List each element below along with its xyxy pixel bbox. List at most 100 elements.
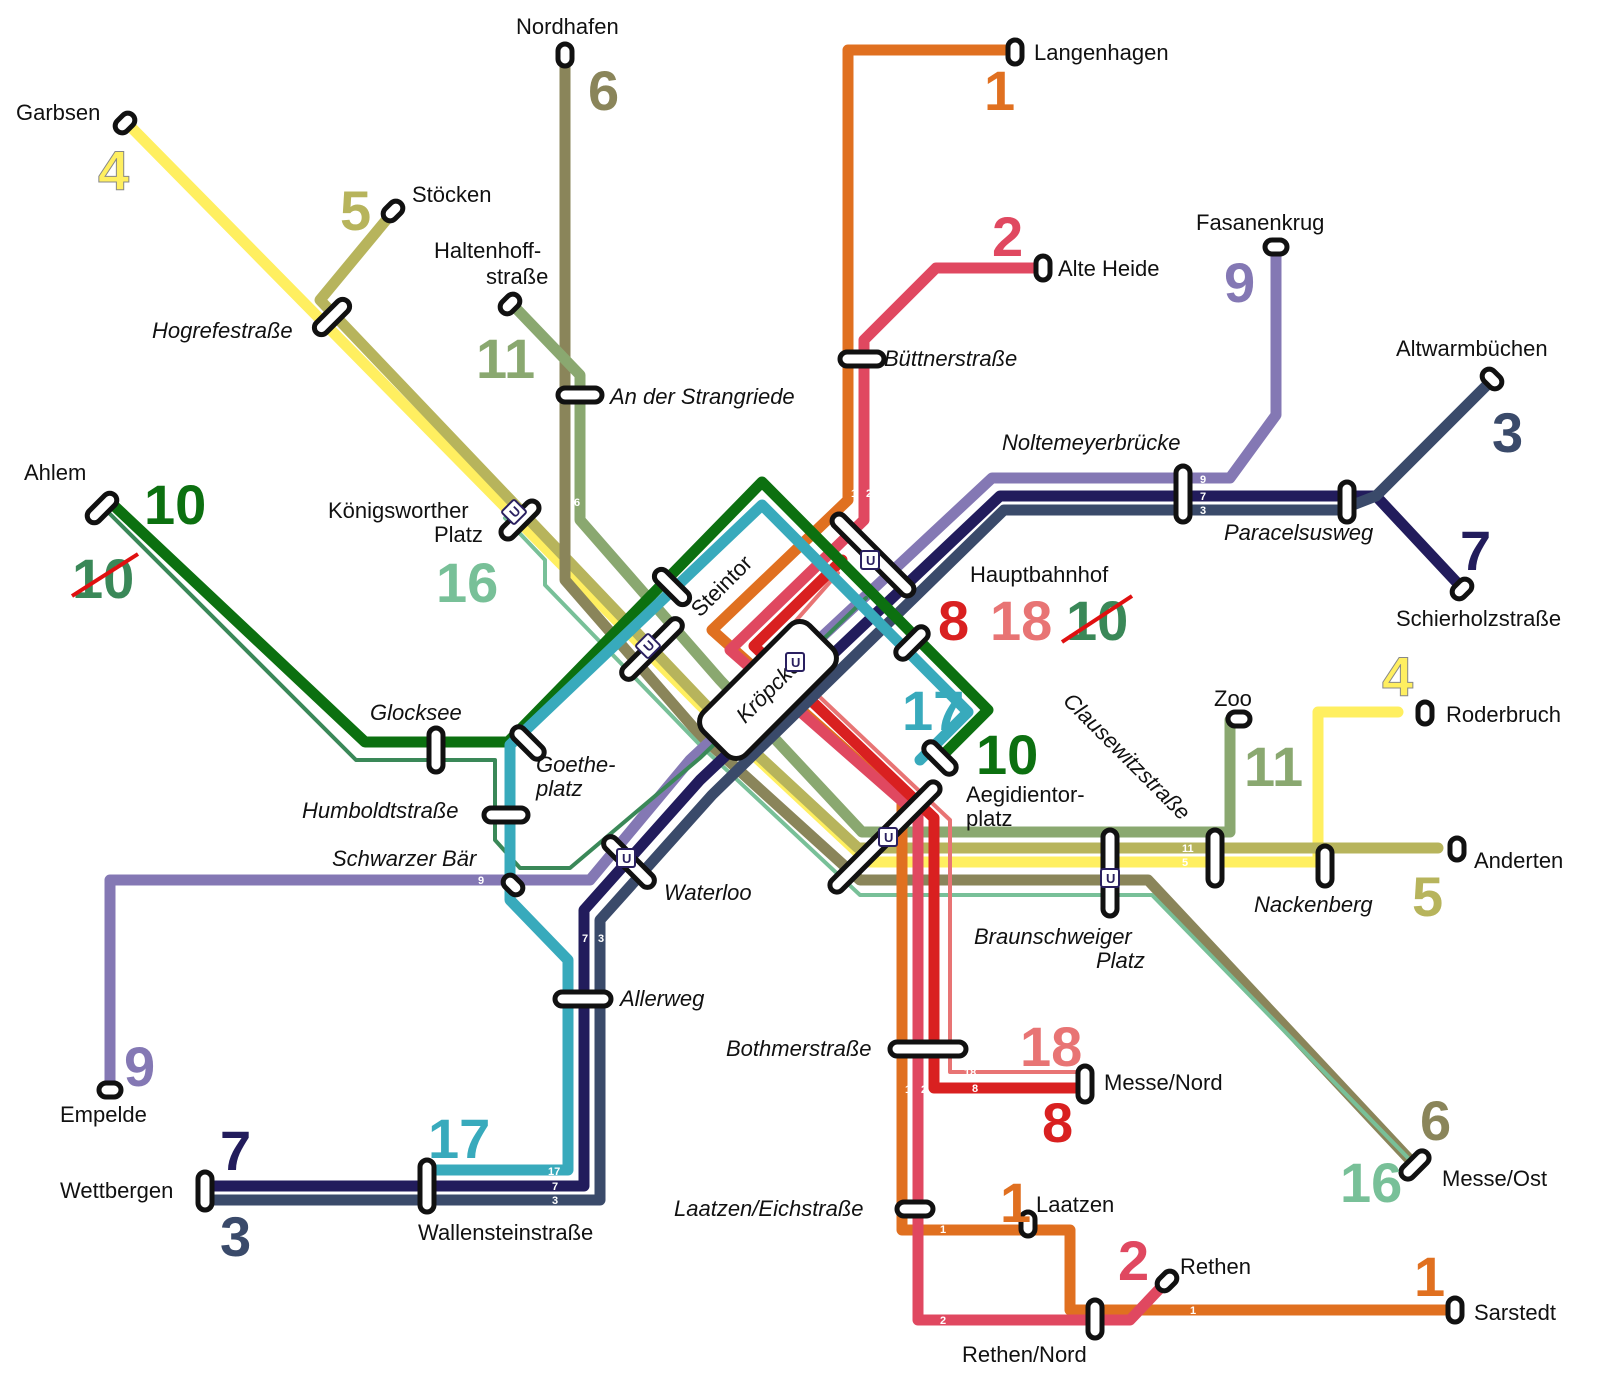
- line-number-8-south: 8: [1042, 1091, 1073, 1154]
- line-1-track: [706, 44, 1461, 1316]
- stop-goetheplatz[interactable]: [509, 724, 547, 762]
- label-sarstedt: Sarstedt: [1474, 1300, 1556, 1325]
- label-laatzen: Laatzen: [1036, 1192, 1114, 1217]
- stop-nordhafen[interactable]: [555, 41, 575, 69]
- line-number-9-west: 9: [124, 1035, 155, 1098]
- stop-anderten[interactable]: [1447, 835, 1467, 863]
- track-num-9b: 9: [478, 875, 484, 887]
- stop-hogrefestrasse[interactable]: [311, 296, 353, 338]
- line-number-16-west: 16: [436, 551, 498, 614]
- stop-nackenberg[interactable]: [1315, 843, 1335, 889]
- line-9-track: [104, 241, 1282, 1096]
- stop-empelde[interactable]: [96, 1080, 124, 1100]
- stop-steintor-a[interactable]: [651, 566, 693, 608]
- label-rethen-nord: Rethen/Nord: [962, 1342, 1087, 1367]
- stop-clausewitzstrasse[interactable]: [1205, 827, 1225, 889]
- stop-hauptbahnhof-b[interactable]: [893, 624, 931, 662]
- label-haltenhoff-1: Haltenhoff-: [434, 238, 541, 263]
- stop-noltemeyerbruecke[interactable]: [1173, 463, 1193, 525]
- label-waterloo: Waterloo: [664, 880, 752, 905]
- line-number-18-south: 18: [1020, 1015, 1082, 1078]
- stop-laatzen-eichstrasse[interactable]: [894, 1199, 936, 1219]
- track-num-18: 18: [964, 1067, 976, 1079]
- label-empelde: Empelde: [60, 1102, 147, 1127]
- stop-humboldtstrasse[interactable]: [481, 805, 531, 825]
- stop-messe-ost[interactable]: [1398, 1148, 1432, 1182]
- label-messe-nord: Messe/Nord: [1104, 1070, 1223, 1095]
- label-roderbruch: Roderbruch: [1446, 702, 1561, 727]
- stop-wallensteinstrasse[interactable]: [417, 1157, 437, 1215]
- line-number-11-east: 11: [1244, 735, 1303, 798]
- label-aegidientor-2: platz: [966, 806, 1012, 831]
- track-num-3: 3: [1200, 505, 1206, 517]
- line-number-3-east: 3: [1492, 401, 1523, 464]
- stop-alte-heide[interactable]: [1033, 253, 1053, 283]
- stop-glocksee[interactable]: [426, 725, 446, 775]
- line-number-5-west: 5: [340, 179, 371, 242]
- label-nackenberg: Nackenberg: [1254, 892, 1373, 917]
- stop-schierholzstrasse[interactable]: [1449, 576, 1475, 602]
- label-hogrefestrasse: Hogrefestraße: [152, 318, 293, 343]
- track-num-6: 6: [574, 497, 580, 509]
- line-number-17-south: 17: [428, 1107, 490, 1170]
- stop-fasanenkrug[interactable]: [1262, 237, 1290, 257]
- line-number-16-east: 16: [1340, 1151, 1402, 1214]
- stop-bothmerstrasse[interactable]: [887, 1039, 969, 1059]
- label-koenigsworther-2: Platz: [434, 522, 483, 547]
- stop-wettbergen[interactable]: [195, 1169, 215, 1213]
- label-glocksee: Glocksee: [370, 700, 462, 725]
- line-number-2-south: 2: [1118, 1229, 1149, 1292]
- label-laatzen-eichstrasse: Laatzen/Eichstraße: [674, 1196, 864, 1221]
- line-10-track: [102, 476, 994, 766]
- track-num-1d: 1: [1190, 1305, 1196, 1317]
- stop-schwarzer-baer[interactable]: [500, 872, 526, 898]
- stop-langenhagen[interactable]: [1005, 37, 1025, 67]
- stop-an-der-strangriede[interactable]: [555, 385, 605, 405]
- stop-aegidientorplatz-a[interactable]: [921, 739, 959, 777]
- stop-stoecken[interactable]: [380, 198, 406, 224]
- line-number-1-north: 1: [984, 59, 1015, 122]
- line-number-11-west: 11: [476, 327, 535, 390]
- label-hauptbahnhof: Hauptbahnhof: [970, 562, 1109, 587]
- label-anderten: Anderten: [1474, 848, 1563, 873]
- line-number-17-center: 17: [902, 679, 964, 742]
- stop-haltenhoffstrasse[interactable]: [497, 291, 523, 317]
- line-3-track: [200, 374, 1498, 1206]
- label-garbsen: Garbsen: [16, 100, 100, 125]
- stop-allerweg[interactable]: [552, 989, 614, 1009]
- stop-garbsen[interactable]: [112, 110, 138, 136]
- track-num-8: 8: [972, 1083, 978, 1095]
- track-num-2: 2: [866, 488, 872, 500]
- line-number-4-east: 4: [1382, 645, 1413, 708]
- stop-roderbruch[interactable]: [1415, 699, 1435, 727]
- label-schwarzer-baer: Schwarzer Bär: [332, 846, 478, 871]
- stop-laatzen[interactable]: [1018, 1209, 1038, 1239]
- label-stoecken: Stöcken: [412, 182, 492, 207]
- line-4-track: [122, 118, 1404, 868]
- track-num-3c: 3: [552, 1195, 558, 1207]
- stop-buettnerstrasse[interactable]: [837, 349, 887, 369]
- u-bahn-icon: U: [791, 655, 800, 670]
- stop-messe-nord[interactable]: [1075, 1063, 1095, 1105]
- line-number-4-west: 4: [98, 139, 129, 202]
- label-buettnerstrasse: Büttnerstraße: [884, 346, 1017, 371]
- u-bahn-icon: U: [1106, 871, 1115, 886]
- line-number-1-sarstedt: 1: [1414, 1245, 1445, 1308]
- stop-ahlem[interactable]: [84, 490, 120, 526]
- line-7-track: [200, 490, 1468, 1192]
- stop-zoo[interactable]: [1225, 709, 1253, 729]
- stop-rethen-nord[interactable]: [1085, 1297, 1105, 1341]
- track-num-1c: 1: [940, 1224, 946, 1236]
- label-ahlem: Ahlem: [24, 460, 86, 485]
- stop-paracelsusweg[interactable]: [1337, 479, 1357, 525]
- u-bahn-icon: U: [884, 830, 893, 845]
- track-num-1: 1: [851, 488, 857, 500]
- label-zoo: Zoo: [1214, 686, 1252, 711]
- line-number-1-laatzen: 1: [1000, 1171, 1031, 1234]
- label-humboldtstrasse: Humboldtstraße: [302, 798, 459, 823]
- stop-sarstedt[interactable]: [1445, 1295, 1465, 1325]
- label-noltemeyerbruecke: Noltemeyerbrücke: [1002, 430, 1181, 455]
- stop-altwarmbuechen[interactable]: [1479, 366, 1505, 392]
- stop-rethen[interactable]: [1154, 1268, 1180, 1294]
